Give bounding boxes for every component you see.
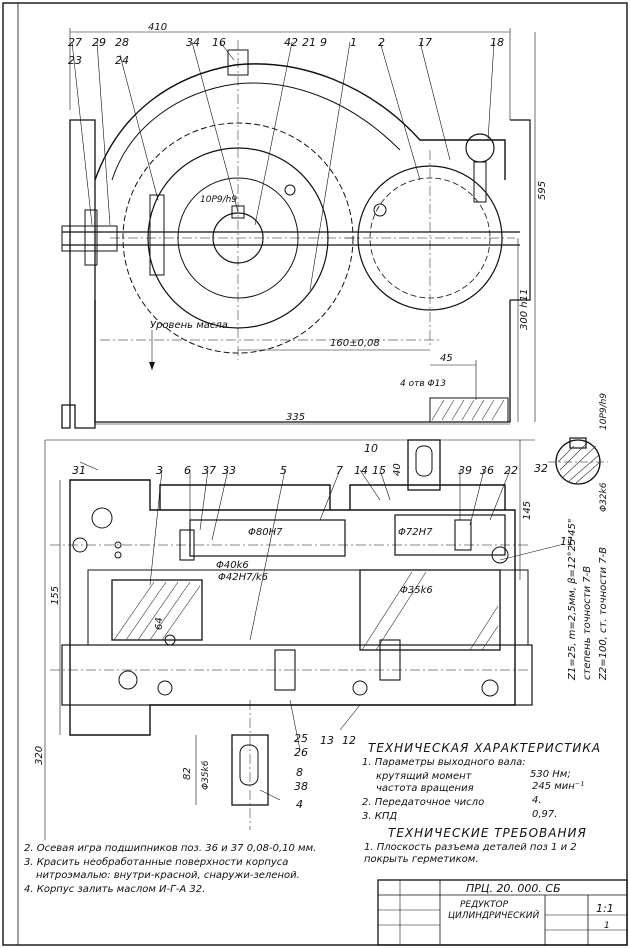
- dim-shaft4: Φ35k6: [201, 760, 211, 790]
- callout-29: 29: [92, 36, 106, 49]
- oil-level-label: Уровень масла: [150, 320, 228, 331]
- section-key-dim: 10P9/h9: [599, 393, 609, 430]
- callout-38: 38: [294, 780, 308, 793]
- title-sheet: 1: [604, 921, 610, 931]
- note-2: 2. Осевая игра подшипников поз. 36 и 37 …: [24, 843, 317, 854]
- callout-27: 27: [68, 36, 82, 49]
- tech-title: ТЕХНИЧЕСКАЯ ХАРАКТЕРИСТИКА: [368, 741, 602, 755]
- callout-16: 16: [212, 36, 226, 49]
- callout-6: 6: [184, 464, 191, 477]
- callout-8: 8: [296, 766, 303, 779]
- tech-row4-label: 3. КПД: [362, 811, 398, 822]
- dim-595: 595: [537, 181, 548, 200]
- dim-155: 155: [50, 586, 61, 605]
- callout-18: 18: [490, 36, 504, 49]
- callout-1: 1: [350, 36, 357, 49]
- callout-3: 3: [156, 464, 163, 477]
- gear-param-3: Z2=100, ст. точности 7-В: [598, 547, 609, 681]
- tech-row2-value: 245 мин⁻¹: [532, 781, 585, 792]
- callout-42: 42: [284, 36, 298, 49]
- tech-row1-label: крутящий момент: [376, 771, 472, 782]
- title-scale: 1:1: [596, 902, 614, 915]
- callout-7: 7: [336, 464, 343, 477]
- callout-32: 32: [534, 462, 548, 475]
- callout-17: 17: [418, 36, 432, 49]
- req-line1: 1. Плоскость разъема деталей поз 1 и 2: [364, 842, 577, 853]
- callout-39: 39: [458, 464, 472, 477]
- dim-bore1: Φ80H7: [248, 527, 283, 538]
- callout-9: 9: [320, 36, 327, 49]
- title-name2: ЦИЛИНДРИЧЕСКИЙ: [448, 909, 539, 921]
- shaft-section: 10P9/h9 Φ32k6: [548, 393, 609, 512]
- dim-410: 410: [148, 22, 167, 33]
- callout-37: 37: [202, 464, 216, 477]
- title-code: ПРЦ. 20. 000. СБ: [466, 882, 561, 895]
- tech-line1: 1. Параметры выходного вала:: [362, 757, 526, 768]
- tech-row4-value: 0,97.: [532, 809, 558, 820]
- note-3a: 3. Красить необработанные поверхности ко…: [24, 857, 289, 868]
- dim-82: 82: [182, 767, 193, 780]
- callout-23: 23: [68, 54, 82, 67]
- callout-25: 25: [294, 732, 308, 745]
- callout-21: 21: [302, 36, 316, 49]
- title-block: ПРЦ. 20. 000. СБ РЕДУКТОР ЦИЛИНДРИЧЕСКИЙ…: [377, 879, 628, 946]
- callout-22: 22: [504, 464, 518, 477]
- dim-145: 145: [522, 501, 533, 520]
- dim-320: 320: [34, 746, 45, 765]
- note-3b: нитроэмалью: внутри-красной, снаружи-зел…: [36, 870, 300, 881]
- callout-12: 12: [342, 734, 356, 747]
- callout-31: 31: [72, 464, 86, 477]
- callout-4: 4: [296, 798, 303, 811]
- plan-view: Φ80H7 Φ72H7 Φ40k6 Φ42H7/k6 Φ35k6 64 155 …: [34, 439, 609, 840]
- callout-40: 40: [392, 463, 403, 476]
- section-shaft-dim: Φ32k6: [599, 482, 609, 512]
- note-4: 4. Корпус залить маслом И-Г-А 32.: [24, 884, 206, 895]
- callout-14: 14: [354, 464, 368, 477]
- callout-10: 10: [364, 442, 378, 455]
- gear-param-1: Z1=25, m=2,5мм, β=12°25'45": [567, 519, 578, 681]
- dim-center-distance: 160±0,08: [330, 338, 380, 349]
- dim-64: 64: [154, 617, 165, 630]
- callout-24: 24: [115, 54, 129, 67]
- dim-shaft2: Φ42H7/k6: [218, 572, 268, 583]
- tech-row2-label: частота вращения: [376, 783, 474, 794]
- dim-holes: 4 отв Φ13: [400, 379, 446, 389]
- dim-300: 300 h11: [519, 289, 530, 330]
- callout-5: 5: [280, 464, 287, 477]
- callout-13: 13: [320, 734, 334, 747]
- gear-param-2: степень точности 7-В: [582, 566, 593, 680]
- callout-11: 11: [560, 535, 574, 548]
- dim-shaft1: Φ40k6: [216, 560, 249, 571]
- dim-bore2: Φ72H7: [398, 527, 433, 538]
- dim-335: 335: [286, 412, 305, 423]
- dim-bore-top: 10P9/h9: [200, 195, 237, 205]
- callout-15: 15: [372, 464, 386, 477]
- callout-34: 34: [186, 36, 200, 49]
- callout-26: 26: [294, 746, 308, 759]
- dim-shaft3: Φ35k6: [400, 585, 433, 596]
- req-line2: покрыть герметиком.: [364, 854, 479, 865]
- callout-2: 2: [378, 36, 385, 49]
- title-name1: РЕДУКТОР: [460, 900, 509, 910]
- front-view: 410 У: [61, 22, 548, 429]
- callout-33: 33: [222, 464, 236, 477]
- callout-28: 28: [115, 36, 129, 49]
- tech-row3-value: 4.: [532, 795, 542, 806]
- dim-45: 45: [440, 353, 453, 364]
- tech-row1-value: 530 Нм;: [530, 769, 571, 780]
- req-title: ТЕХНИЧЕСКИЕ ТРЕБОВАНИЯ: [388, 826, 587, 840]
- callout-36: 36: [480, 464, 494, 477]
- tech-row3-label: 2. Передаточное число: [362, 797, 485, 808]
